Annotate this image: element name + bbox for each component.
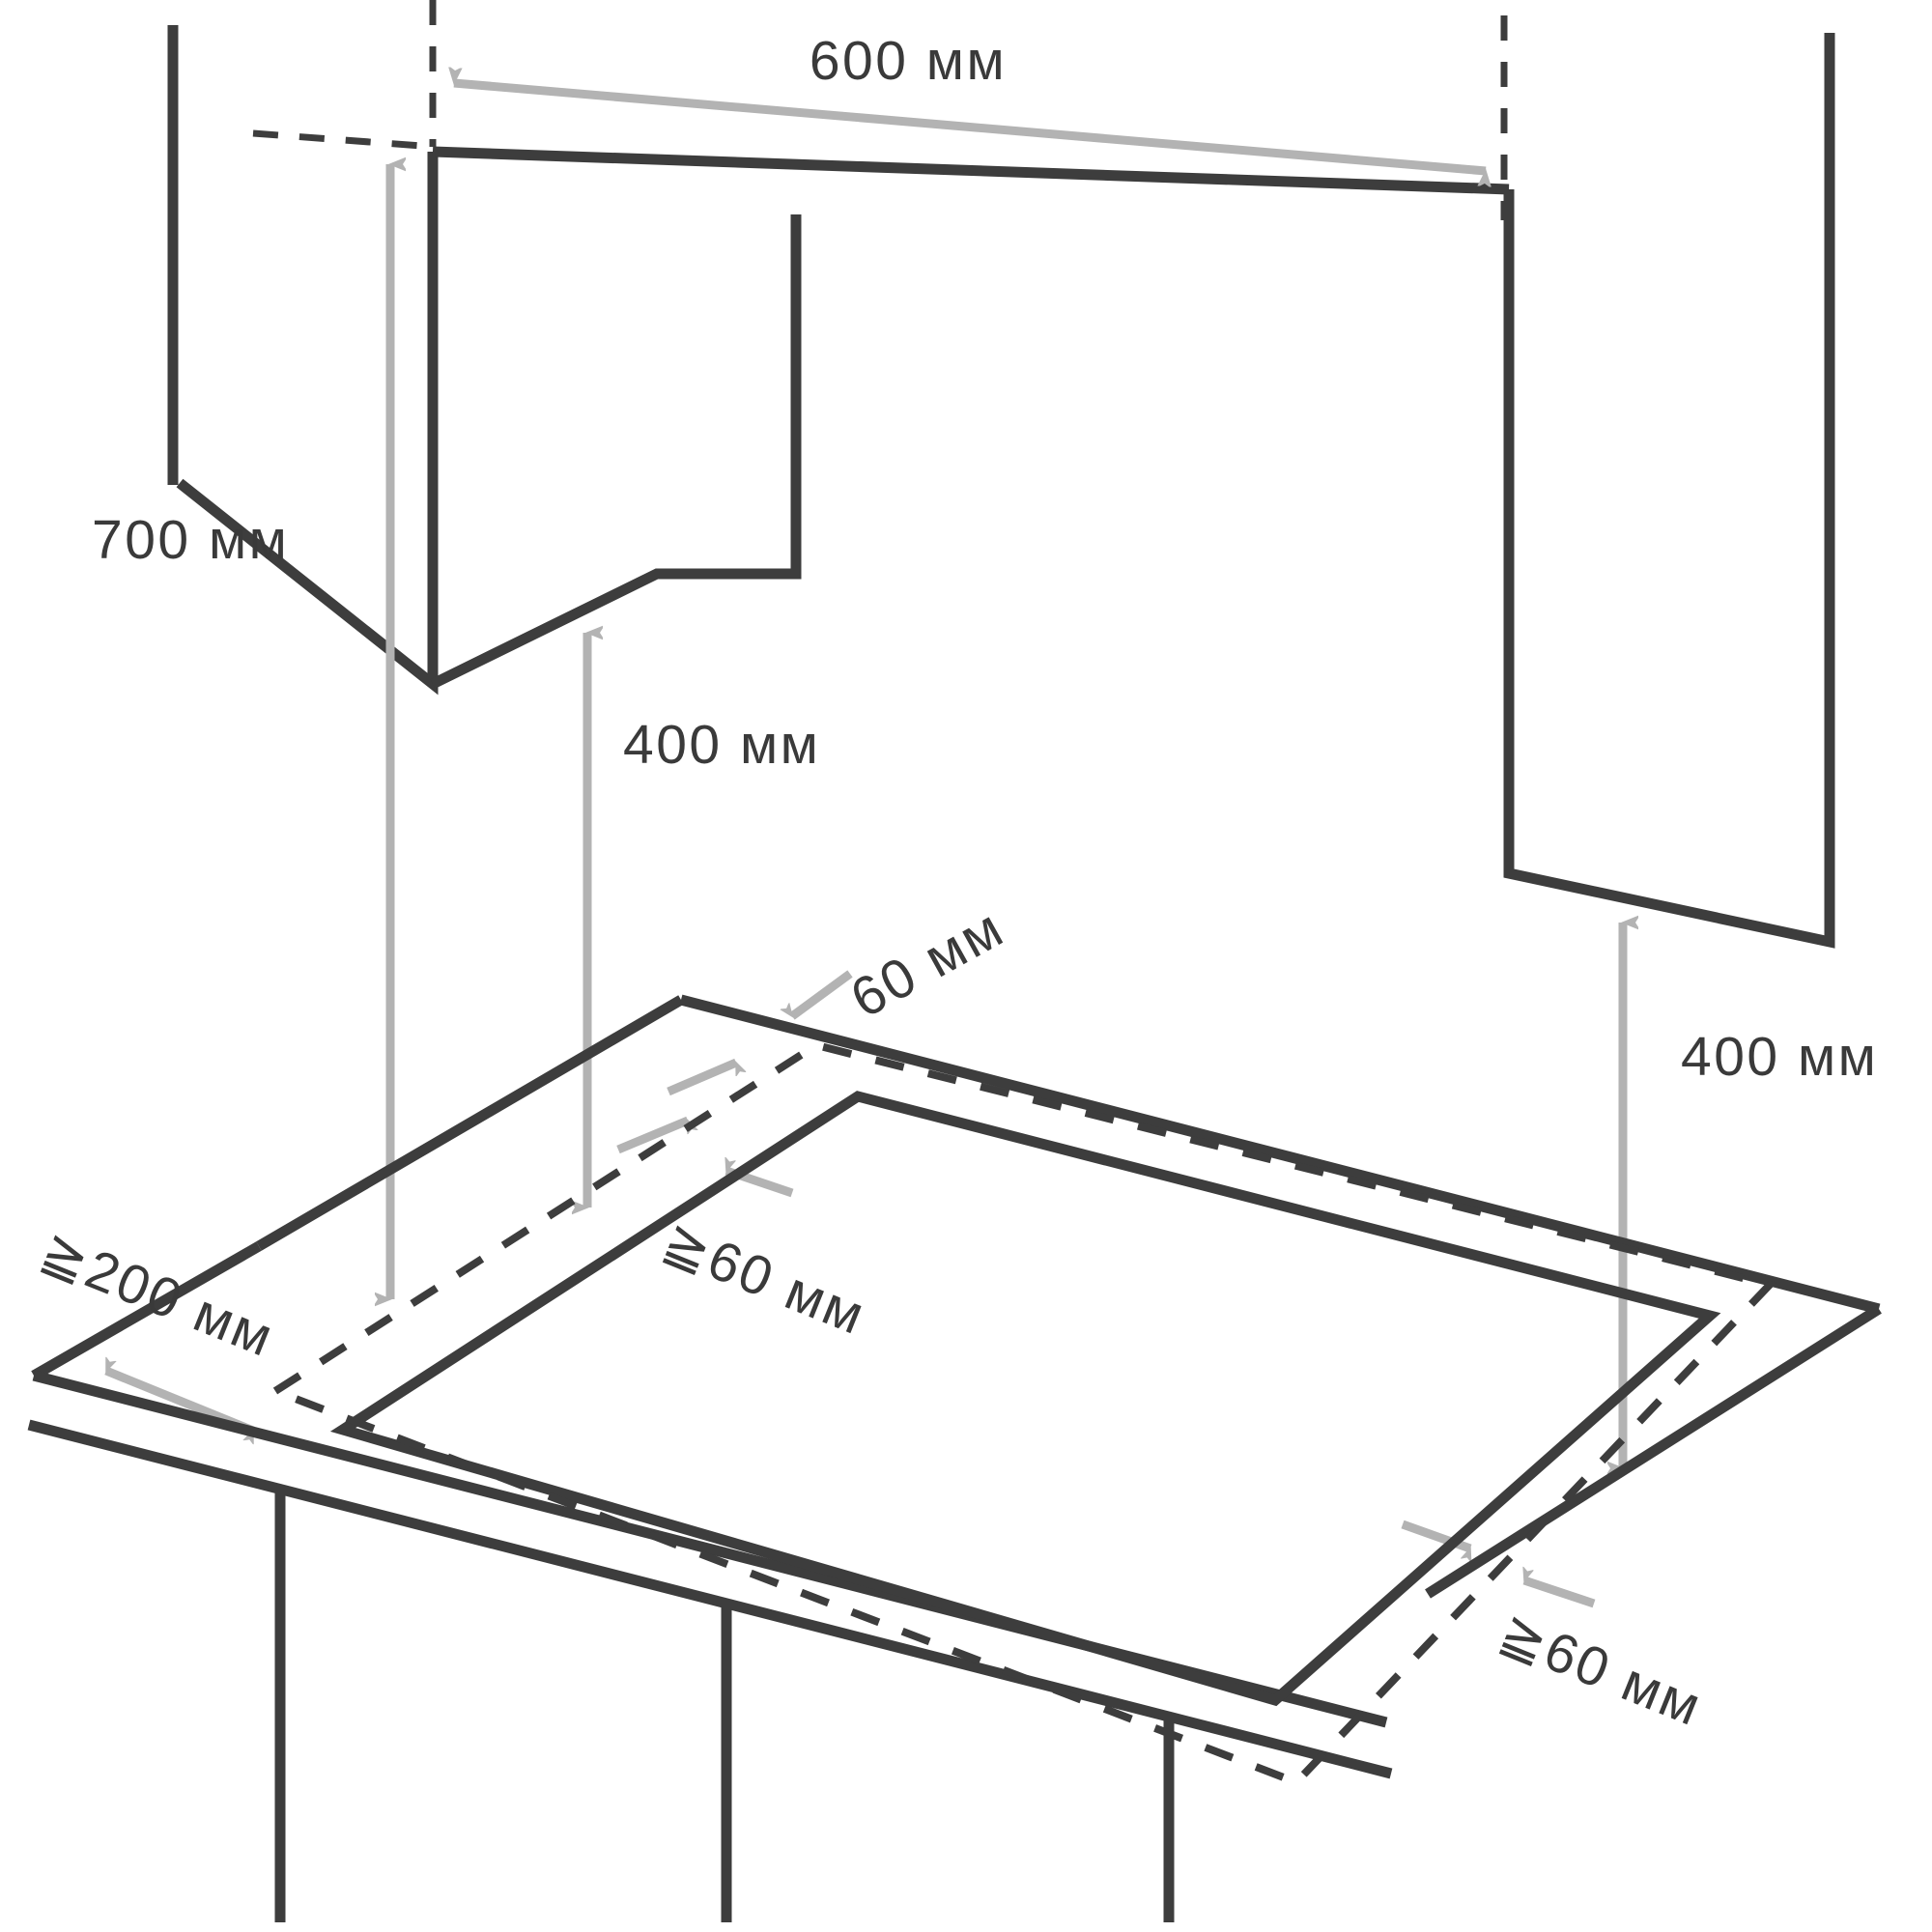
label-700mm: 700 мм [92, 509, 289, 571]
label-min60mm-right: ≧60 мм [1491, 1602, 1711, 1739]
dim-arrow-600 [454, 83, 1486, 171]
dimension-arrows-group [104, 83, 1623, 1608]
dim-arrow-min60-left-b [616, 1116, 688, 1154]
label-60mm-rear: 60 мм [840, 896, 1014, 1030]
hob-dashed-outline-group [267, 1040, 1777, 1787]
wall-cabinets-group [167, 0, 1835, 949]
dim-arrow-60-rear [792, 970, 853, 1020]
worktop-left-outer-edge [31, 1241, 262, 1380]
label-min60mm-left: ≧60 мм [654, 1210, 874, 1348]
worktop-front-bottom-line [27, 1419, 1393, 1779]
label-min200mm: ≧200 мм [32, 1220, 283, 1370]
label-400mm-right: 400 мм [1681, 1026, 1878, 1088]
worktop-group [27, 994, 1882, 1922]
dim-arrow-min60-right-b [1524, 1580, 1596, 1608]
worktop-rear-left-edge [256, 995, 684, 1251]
hob-cutout-group [329, 1091, 1721, 1707]
hob-dashed-outline [267, 1040, 1777, 1787]
dim-arrow-min60-left-a [667, 1058, 736, 1096]
left-cabinet-outline [176, 152, 439, 696]
hob-cutout-outline [329, 1091, 1721, 1707]
worktop-rear-right-edge [679, 994, 1881, 1315]
label-400mm-left: 400 мм [623, 714, 820, 776]
label-600mm: 600 мм [810, 30, 1007, 92]
left-cabinet-bottom-slope [430, 214, 802, 689]
worktop-right-front-edge [1425, 1304, 1882, 1599]
right-cabinet-outline [1503, 33, 1835, 949]
cabinet-top-dashed-guide [252, 129, 436, 151]
